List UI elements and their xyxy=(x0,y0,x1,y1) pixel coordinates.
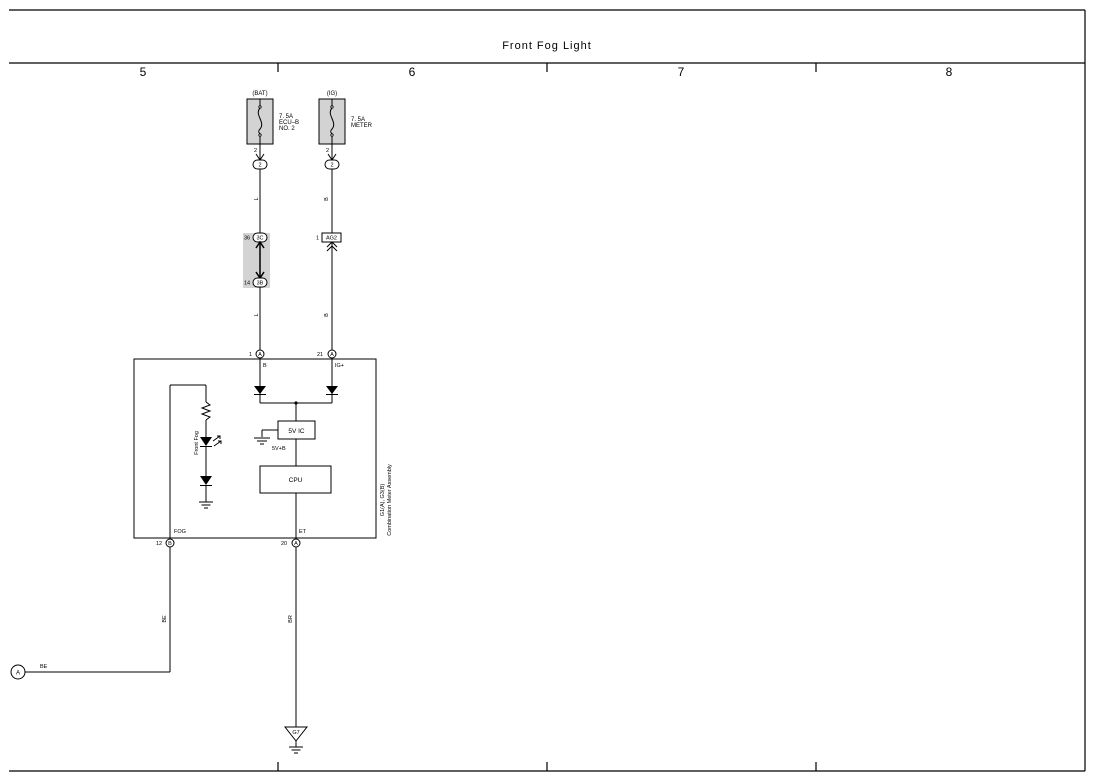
offpage-connector xyxy=(10,664,26,680)
wire-color-label: L xyxy=(254,313,260,316)
terminal-pin: 1 xyxy=(249,352,252,358)
front-fog-indicator-label: Front Fog xyxy=(194,431,200,455)
terminal-connector-letter: A xyxy=(294,541,298,547)
column-number-7: 7 xyxy=(678,65,685,79)
cpu-box xyxy=(259,465,332,494)
ic-output-label: 5V+B xyxy=(272,446,286,452)
ic-5v-label: 5V IC xyxy=(288,428,305,435)
fuse-rating: 7. 5A xyxy=(351,117,365,123)
fuse-source-ig: (IG) xyxy=(327,91,337,97)
connector-ag2-label: AG2 xyxy=(326,236,337,242)
fuse-connector-label: 2 xyxy=(330,163,333,169)
terminal-pin: 20 xyxy=(281,541,287,547)
fog-diode xyxy=(200,476,212,485)
fuse-name-suffix: NO. 2 xyxy=(279,126,295,132)
column-number-6: 6 xyxy=(409,65,416,79)
wire-color-label: BE xyxy=(40,664,48,670)
connector-ag2-pin: 1 xyxy=(316,236,319,242)
terminal-fog-label: FOG xyxy=(174,529,186,535)
combination-meter-box xyxy=(133,358,377,539)
resistor xyxy=(200,401,212,421)
terminal-connector-letter: B xyxy=(168,541,172,547)
terminal-pin: 12 xyxy=(156,541,162,547)
chassis-ground-icon xyxy=(289,746,303,754)
cpu-label: CPU xyxy=(289,477,303,484)
fuse-connector-label: 2 xyxy=(258,163,261,169)
ic-ground-icon xyxy=(254,437,270,445)
fuse-ecu-b-no2: (BAT) 7. 5A ECU–B NO. 2 2 xyxy=(246,91,299,154)
diagram-title: Front Fog Light xyxy=(502,40,592,52)
wire-color-label: BE xyxy=(162,615,168,623)
wire-color-label: BR xyxy=(288,615,294,623)
connector-3b-label: 3B xyxy=(257,281,264,287)
fuse-pin: 2 xyxy=(254,148,257,154)
connector-3b-pin: 14 xyxy=(244,281,250,287)
wire-color-label: L xyxy=(254,197,260,200)
connector-3c-pin: 36 xyxy=(244,236,250,242)
ground-point-icon xyxy=(283,726,309,742)
meter-name: Combination Meter Assembly xyxy=(387,464,393,536)
offpage-connector-label: A xyxy=(16,671,20,677)
fuse-rating: 7. 5A xyxy=(279,114,293,120)
fuse-source-bat: (BAT) xyxy=(252,91,267,97)
wire-color-label: B xyxy=(324,313,330,317)
terminal-et-label: ET xyxy=(299,529,307,535)
fuse-meter: (IG) 7. 5A METER 2 xyxy=(318,91,373,154)
fuse-name: ECU–B xyxy=(279,120,299,126)
diode-b xyxy=(254,386,266,394)
terminal-ig-label: IG+ xyxy=(335,363,344,369)
wire-color-label: B xyxy=(324,197,330,201)
fuse-name: METER xyxy=(351,123,373,129)
fog-ground-icon xyxy=(199,501,213,509)
terminal-b-label: B xyxy=(263,363,267,369)
diode-ig xyxy=(326,386,338,394)
column-number-5: 5 xyxy=(140,65,147,79)
ground-point-label: G7 xyxy=(292,730,299,736)
terminal-connector-letter: A xyxy=(258,352,262,358)
indicator-led-icon xyxy=(200,437,212,446)
terminal-pin: 21 xyxy=(317,352,323,358)
meter-code: G1(A), G3(B) xyxy=(380,484,386,517)
column-number-8: 8 xyxy=(946,65,953,79)
diagram-frame xyxy=(9,9,1086,772)
fuse-pin: 2 xyxy=(326,148,329,154)
terminal-connector-letter: A xyxy=(330,352,334,358)
connector-3c-label: 3C xyxy=(256,236,263,242)
